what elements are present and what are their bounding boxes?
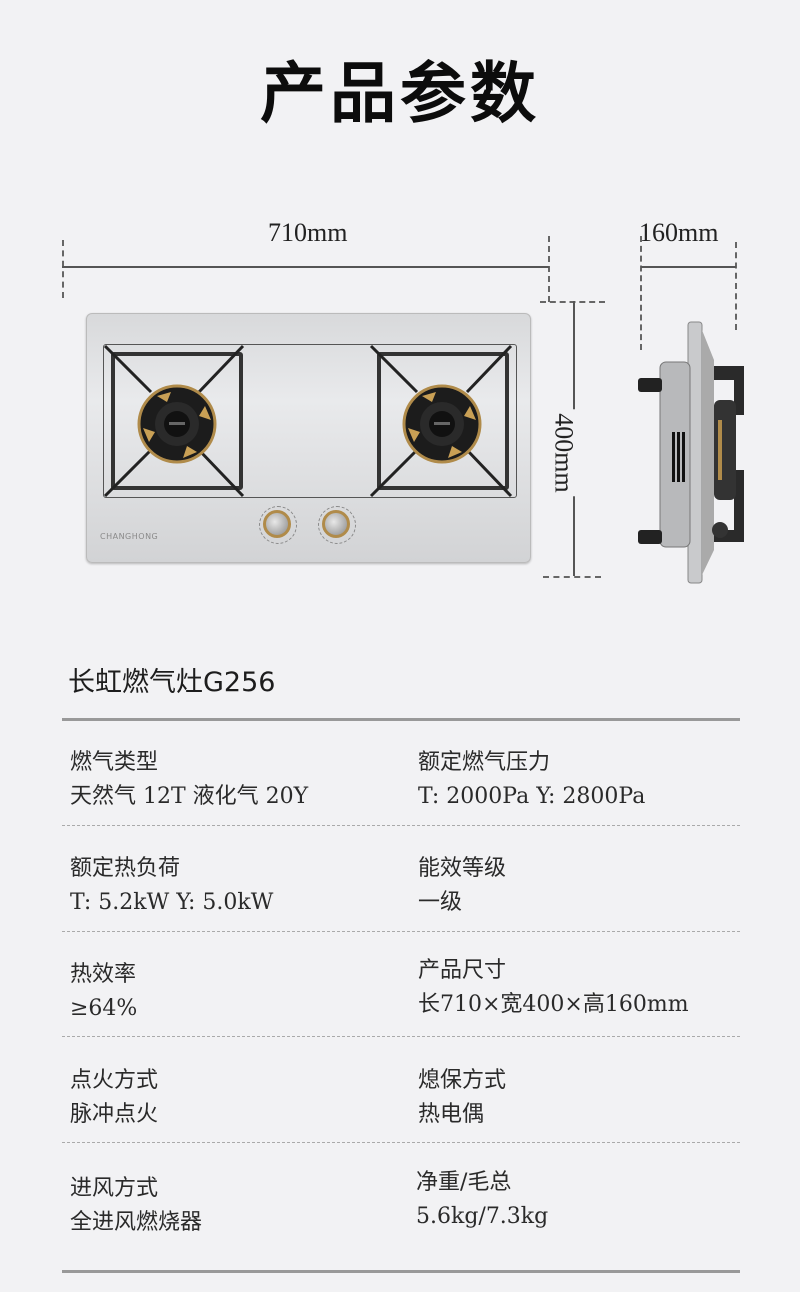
spec-value: 全进风燃烧器 [70,1210,203,1235]
spec-gas-type: 燃气类型 天然气 12T 液化气 20Y [70,746,308,814]
divider [62,825,740,826]
spec-thermal-efficiency: 热效率 ≥64% [70,958,137,1026]
height-label: 400mm [548,409,579,497]
spec-value: 长710×宽400×高160mm [418,992,689,1017]
spec-value: T: 5.2kW Y: 5.0kW [70,890,274,915]
spec-label: 额定燃气压力 [418,750,551,775]
divider-top [62,718,740,721]
spec-label: 额定热负荷 [70,856,181,881]
stove-top-view: CHANGHONG [86,313,531,563]
left-grate-arms [103,344,245,498]
divider [62,1142,740,1143]
brand-logo: CHANGHONG [100,532,159,541]
spec-weight: 净重/毛总 5.6kg/7.3kg [416,1166,548,1234]
spec-label: 进风方式 [70,1176,159,1201]
right-knob-ring [318,506,356,544]
spec-heat-load: 额定热负荷 T: 5.2kW Y: 5.0kW [70,852,273,920]
spec-value: 天然气 12T 液化气 20Y [70,784,309,809]
right-burner-icon [402,384,482,464]
spec-flame-protection: 熄保方式 热电偶 [418,1064,506,1132]
width-guide-right [548,236,550,302]
spec-label: 点火方式 [70,1068,159,1093]
spec-label: 熄保方式 [418,1068,507,1093]
right-grate-frame [377,352,509,490]
height-guide-bottom [543,576,601,578]
spec-value: 热电偶 [418,1102,485,1127]
product-model: 长虹燃气灶G256 [68,667,276,698]
spec-label: 产品尺寸 [418,958,507,983]
width-line [62,266,549,268]
depth-guide-right [735,242,737,330]
spec-gas-pressure: 额定燃气压力 T: 2000Pa Y: 2800Pa [418,746,645,814]
left-burner-icon [137,384,217,464]
left-control-knob [263,510,291,538]
stove-side-view [638,321,744,584]
page-title: 产品参数 [260,54,540,132]
grate-outline [103,344,517,498]
left-knob-ring [259,506,297,544]
right-control-knob [322,510,350,538]
divider [62,931,740,932]
spec-label: 燃气类型 [70,750,159,775]
spec-ignition: 点火方式 脉冲点火 [70,1064,158,1132]
left-grate-frame [111,352,243,490]
spec-value: T: 2000Pa Y: 2800Pa [418,784,646,809]
spec-dimensions: 产品尺寸 长710×宽400×高160mm [418,954,689,1022]
spec-air-intake: 进风方式 全进风燃烧器 [70,1172,202,1240]
right-grate-arms [369,344,513,498]
spec-label: 能效等级 [418,856,507,881]
width-label: 710mm [268,218,348,247]
spec-value: 脉冲点火 [70,1102,159,1127]
depth-label: 160mm [639,218,719,247]
depth-guide-left [640,236,642,350]
spec-label: 热效率 [70,962,137,987]
width-guide-left [62,240,64,298]
divider [62,1036,740,1037]
spec-value: 5.6kg/7.3kg [416,1204,549,1229]
spec-energy-grade: 能效等级 一级 [418,852,506,920]
height-guide-top [540,301,605,303]
divider-bottom [62,1270,740,1273]
spec-label: 净重/毛总 [416,1170,512,1195]
spec-value: 一级 [418,890,463,915]
depth-line [641,266,736,268]
spec-value: ≥64% [70,996,138,1021]
